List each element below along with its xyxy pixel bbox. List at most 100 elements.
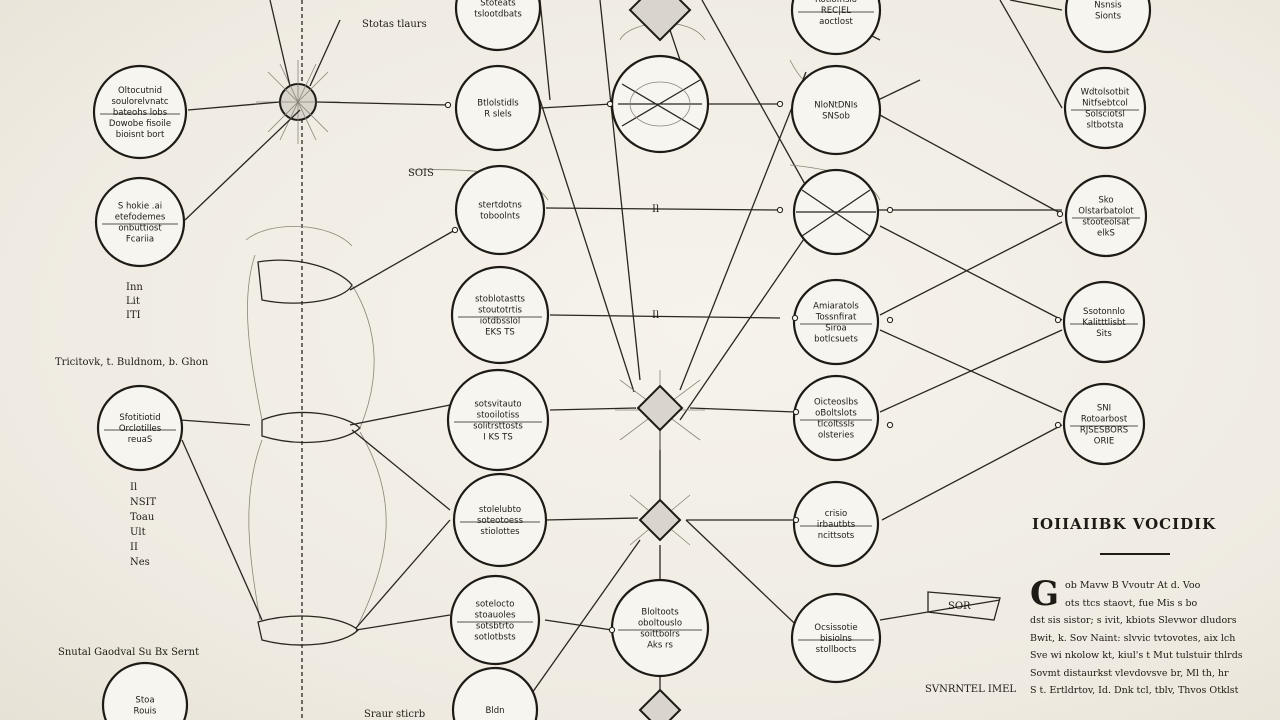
node-text-line: oBoltslots: [815, 409, 857, 419]
node-text-line: Sits: [1096, 329, 1112, 339]
panel-line: dst sis sistor; s ivit, kbiots Slevwor d…: [1030, 615, 1237, 626]
node-ring: [451, 666, 539, 720]
panel-rule: [1100, 553, 1170, 555]
bracket-text: SVNRNTEL IMEL: [925, 684, 1016, 695]
panel-line: Sovmt distaurkst vlevdovsve br, Ml th, h…: [1030, 667, 1229, 679]
node-text-line: soulorelvnatc: [111, 97, 168, 107]
connector-dot: [1056, 210, 1064, 218]
node-text-line: EKS TS: [485, 328, 515, 338]
column-glyph: Nes: [130, 557, 150, 568]
node-text-line: stooilotiss: [477, 411, 520, 421]
caption-small-mid: SOIS: [408, 168, 434, 179]
crossed-node-mid[interactable]: [792, 168, 880, 256]
node-ring: [1062, 382, 1146, 466]
panel-title: IOIIAIIBK VOCIDIK: [1032, 515, 1217, 533]
node-text-line: sotelocto: [476, 600, 515, 610]
caption-top: Stotas tlaurs: [362, 19, 427, 30]
node-text-line: RJSESBORS: [1080, 426, 1128, 436]
node-text-line: elkS: [1097, 229, 1115, 239]
node-text-line: Sfotitiotid: [119, 413, 160, 423]
node-ring: [92, 64, 188, 160]
node-ring: [96, 384, 184, 472]
column-glyph: II: [130, 542, 138, 553]
node-text-line: I KS TS: [483, 433, 512, 443]
node-text-line: sotsvitauto: [474, 400, 521, 410]
node-text-line: stolelubto: [479, 505, 521, 515]
connector-dot: [1054, 316, 1062, 324]
connector-dot: [886, 316, 894, 324]
column-glyph: Il: [130, 482, 137, 493]
panel-lines: ob Mavw B Vvoutr At d. Voo ots ttcs staov…: [1030, 577, 1248, 700]
node-text-line: soittbolrs: [640, 630, 680, 640]
node-text-line: oboltouslo: [638, 619, 682, 629]
node-text-line: Aks rs: [647, 641, 673, 651]
connector-dot: [776, 206, 784, 214]
crossed-node-top[interactable]: [610, 54, 710, 154]
node-text-line: stoauoles: [475, 611, 516, 621]
node-text-line: Amiaratols: [813, 302, 859, 312]
connector-dot: [451, 226, 459, 234]
column-glyph: Lit: [126, 296, 140, 307]
node-text-line: solitrsttosts: [473, 422, 523, 432]
node-text-line: S hokie .ai: [118, 202, 162, 212]
node-text-line: Solsciotsl: [1085, 110, 1125, 120]
node-text-line: Btlolstidls: [477, 99, 519, 109]
junction-diamond-mid: [615, 370, 705, 450]
node-text-line: Olstarbatolot: [1078, 207, 1134, 217]
node-f2[interactable]: WdtolsotbitNitfsebtcolSolsciotslsltbotst…: [1063, 66, 1147, 150]
node-text-line: sotlotbsts: [474, 633, 516, 643]
node-ring: [792, 374, 880, 462]
legend-panel: IOIIAIIBK VOCIDIK G ob Mavw B Vvoutr At …: [1030, 515, 1255, 720]
node-text-line: irbautbts: [817, 520, 856, 530]
node-text-line: SNI: [1097, 404, 1111, 414]
node-text-line: bioisnt bort: [116, 130, 165, 140]
node-text-line: reuaS: [128, 435, 153, 445]
node-ring: [101, 661, 189, 720]
node-text-line: tlcoltssls: [818, 420, 855, 430]
panel-line: ots ttcs staovt, fue Mis s bo: [1065, 597, 1198, 609]
node-t8[interactable]: Bldn: [451, 666, 539, 720]
node-text-line: Rouis: [134, 707, 157, 717]
node-text-line: Kalitttlisbt: [1082, 318, 1126, 328]
node-text-line: Rotlofnslo: [815, 0, 857, 5]
panel-line: ob Mavw B Vvoutr At d. Voo: [1065, 580, 1201, 591]
node-ring: [446, 368, 550, 472]
node-text-line: stollbocts: [816, 645, 857, 655]
connector-dot: [608, 626, 616, 634]
node-ring: [454, 64, 542, 152]
node-ring: [1064, 174, 1148, 258]
node-text-line: Stoteats: [480, 0, 516, 9]
node-ring: [790, 64, 882, 156]
node-ring: [454, 164, 546, 256]
node-ring: [1063, 66, 1147, 150]
node-text-line: sltbotsta: [1086, 121, 1123, 131]
node-text-line: REC|EL: [821, 6, 851, 16]
panel-line: Bwit, k. Sov Naint: slvvic tvtovotes, ai…: [1030, 632, 1236, 644]
